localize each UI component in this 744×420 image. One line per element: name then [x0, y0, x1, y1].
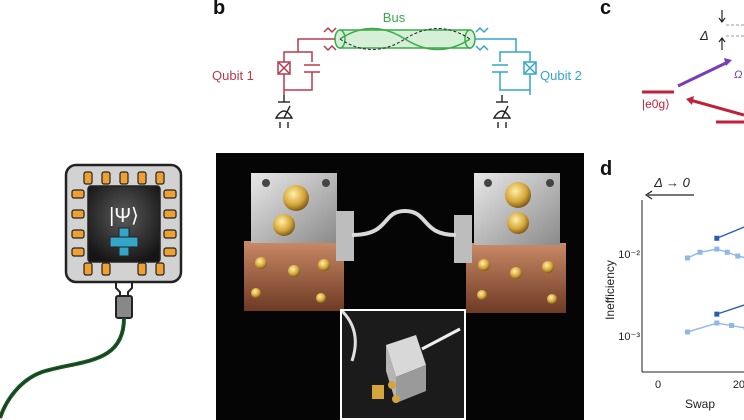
series-line — [716, 226, 744, 239]
qubit2-readout-icon — [492, 110, 512, 119]
data-point — [724, 249, 730, 255]
connector-closeup-inset — [340, 309, 466, 420]
qubit2-label: Qubit 2 — [540, 68, 582, 83]
energy-level-diagram: Δ Ω |e0g⟩ — [642, 10, 744, 124]
data-point — [684, 255, 690, 261]
data-point — [697, 249, 703, 255]
state-label: |e0g⟩ — [642, 97, 670, 111]
device-photograph — [216, 153, 584, 420]
panel-label-d: d — [600, 158, 613, 180]
data-point — [714, 311, 720, 317]
y-axis-label: Inefficiency — [603, 260, 617, 320]
ytick-label: 10⁻³ — [618, 331, 640, 343]
chip-state-symbol: |Ψ⟩ — [109, 205, 139, 227]
circuit-schematic: Bus Qubit 1 Qubit 2 — [212, 10, 582, 128]
qubit1-circuit — [277, 26, 337, 95]
bus-resonator — [334, 27, 476, 51]
qubit2-circuit — [475, 26, 537, 95]
detuning-label: Δ — [699, 28, 709, 43]
x-axis-label: Swap — [685, 397, 715, 411]
cable — [0, 317, 126, 419]
chip-pins — [71, 171, 177, 276]
panel-label-c: c — [600, 0, 612, 19]
device-photo-illustration — [244, 173, 566, 313]
data-point — [729, 323, 734, 329]
connector-icon — [115, 295, 133, 319]
xtick-label: 0 — [655, 379, 661, 391]
panel-label-b: b — [213, 0, 226, 19]
ytick-label: 10⁻² — [618, 249, 640, 261]
svg-text:Ω: Ω — [734, 69, 742, 81]
xtick-label: 200 — [733, 379, 744, 391]
data-point — [684, 329, 690, 335]
data-point — [714, 320, 720, 326]
data-point — [735, 253, 741, 259]
chip-die — [87, 185, 161, 263]
detuning-arrow-label: Δ → 0 — [653, 175, 690, 190]
data-point — [714, 246, 720, 252]
series-line — [716, 304, 744, 315]
plus-icon — [109, 227, 139, 257]
qubit1-label: Qubit 1 — [212, 68, 254, 83]
qubit1-readout-icon — [274, 110, 294, 119]
data-point — [714, 235, 720, 241]
inefficiency-chart: Δ → 0 10⁻² 10⁻³ 0 200 Inefficiency Swap — [603, 175, 744, 411]
bus-label: Bus — [383, 10, 406, 25]
chip-illustration: |Ψ⟩ — [0, 163, 183, 419]
